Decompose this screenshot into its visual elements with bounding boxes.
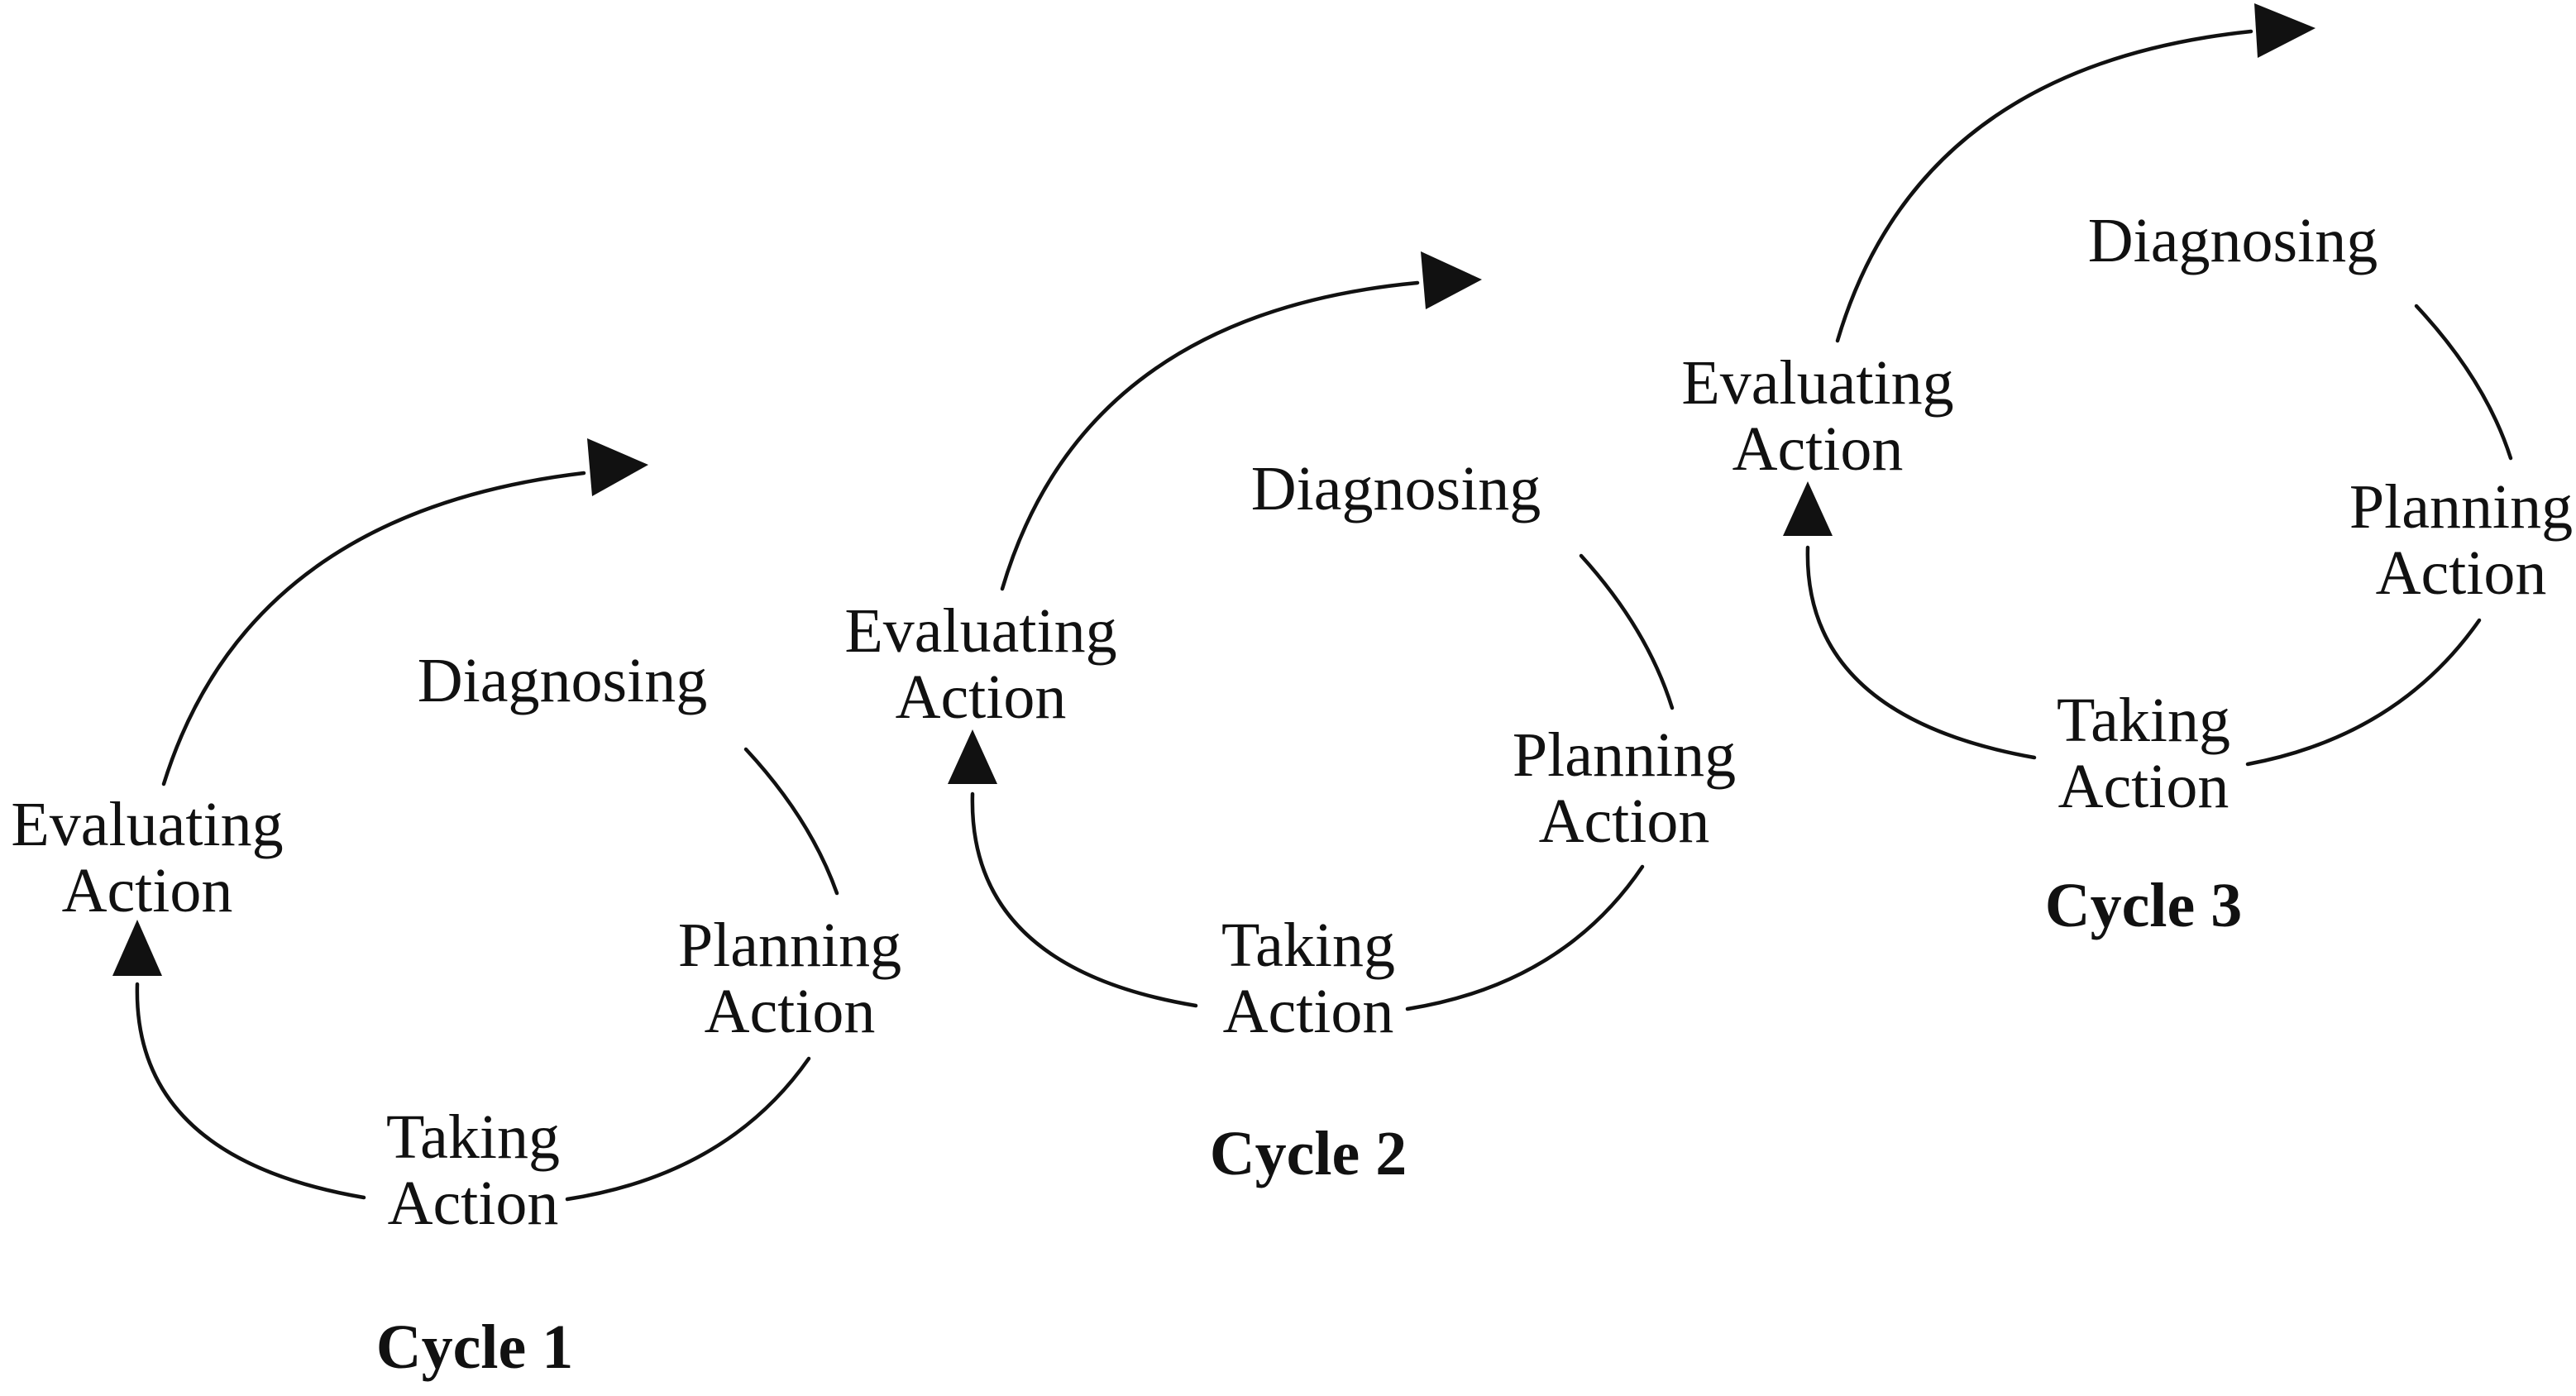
- cycle-2-evaluating-label-line2: Action: [896, 662, 1067, 732]
- cycle-2-outgoing-arc: [1000, 280, 1420, 591]
- cycle-3-diagnosing-to-planning-arc: [2414, 304, 2513, 461]
- cycle-3-outgoing-arrowhead: [2254, 3, 2316, 58]
- cycle-1-diagnosing-to-planning-arc: [743, 747, 839, 896]
- cycle-3-planning-label-line2: Action: [2376, 538, 2547, 608]
- cycle-3-planning-to-taking-arc: [2245, 618, 2482, 767]
- cycle-1-planning-label-line2: Action: [705, 977, 876, 1046]
- cycle-1-diagnosing-label: Diagnosing: [418, 646, 707, 715]
- cycle-1-taking-label-line2: Action: [388, 1169, 559, 1238]
- cycle-3-evaluating-arrowhead: [1783, 481, 1833, 536]
- cycle-3-planning-label-line1: Planning: [2349, 472, 2573, 542]
- cycle-1-planning-label-line1: Planning: [678, 911, 901, 980]
- cycle-2-diagnosing-label: Diagnosing: [1251, 454, 1541, 524]
- cycle-2-evaluating-arrowhead: [948, 729, 997, 784]
- cycle-1: Diagnosing Planning Action Taking Action…: [11, 438, 901, 1382]
- cycle-1-evaluating-label-line2: Action: [62, 856, 233, 925]
- cycle-2-diagnosing-to-planning-arc: [1579, 553, 1675, 710]
- cycle-1-taking-to-evaluating-arc: [135, 982, 366, 1200]
- cycle-3-taking-to-evaluating-arc: [1805, 545, 2037, 760]
- cycle-3-evaluating-label-line1: Evaluating: [1681, 348, 1953, 418]
- cycle-2-planning-to-taking-arc: [1405, 864, 1645, 1011]
- cycle-1-title: Cycle 1: [376, 1312, 573, 1382]
- cycle-2: Diagnosing Planning Action Taking Action…: [844, 251, 1736, 1188]
- cycle-3-evaluating-label-line2: Action: [1732, 414, 1904, 484]
- cycle-2-planning-label-line1: Planning: [1513, 720, 1736, 790]
- cycle-1-taking-label-line1: Taking: [386, 1102, 560, 1172]
- cycle-3-diagnosing-label: Diagnosing: [2088, 206, 2378, 275]
- cycle-1-evaluating-arrowhead: [112, 920, 162, 976]
- cycle-2-taking-label-line2: Action: [1223, 977, 1394, 1046]
- cycle-3-taking-label-line2: Action: [2058, 752, 2230, 821]
- cycle-1-evaluating-label-line1: Evaluating: [11, 790, 283, 859]
- cycle-2-evaluating-label-line1: Evaluating: [844, 596, 1116, 666]
- cycle-1-outgoing-arc: [161, 471, 586, 786]
- cycle-3: Diagnosing Planning Action Taking Action…: [1681, 3, 2573, 940]
- cycle-2-title: Cycle 2: [1210, 1119, 1407, 1188]
- cycle-2-taking-label-line1: Taking: [1221, 911, 1395, 980]
- cycle-3-title: Cycle 3: [2045, 871, 2242, 940]
- cycle-1-outgoing-arrowhead: [587, 438, 648, 496]
- cycle-3-outgoing-arc: [1835, 29, 2253, 343]
- cycle-2-planning-label-line2: Action: [1539, 786, 1710, 856]
- cycle-3-taking-label-line1: Taking: [2057, 686, 2230, 755]
- cycle-2-taking-to-evaluating-arc: [970, 791, 1198, 1008]
- cycle-1-planning-to-taking-arc: [565, 1056, 811, 1202]
- cycle-2-outgoing-arrowhead: [1421, 251, 1482, 309]
